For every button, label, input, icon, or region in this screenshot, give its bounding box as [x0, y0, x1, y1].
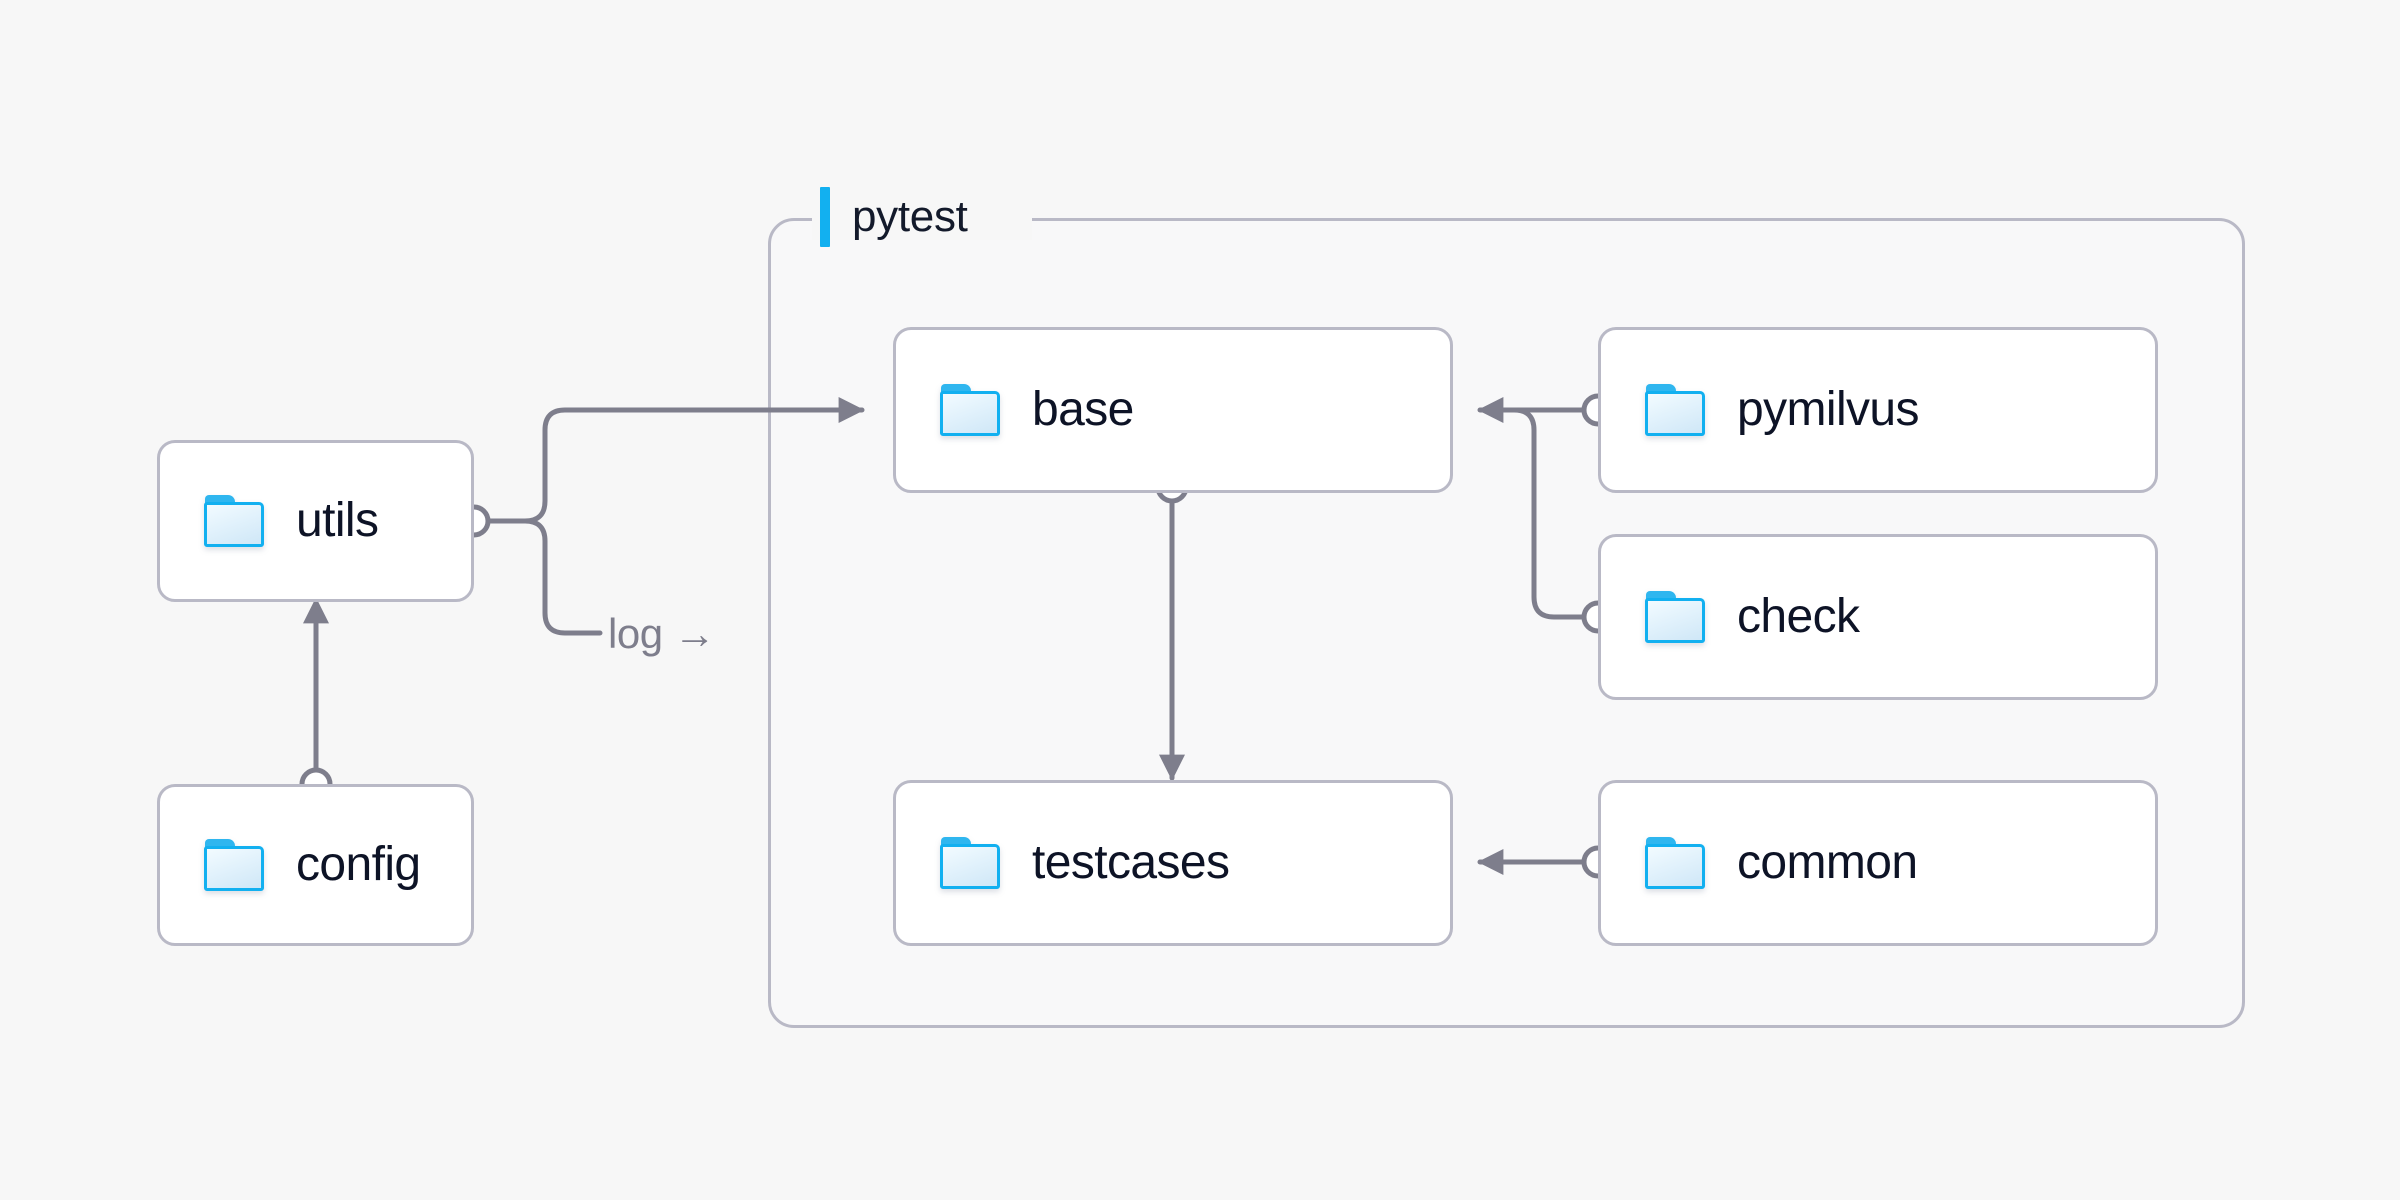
- node-testcases[interactable]: testcases: [893, 780, 1453, 946]
- node-common-label: common: [1737, 836, 1918, 889]
- group-pytest-label: pytest: [820, 183, 968, 251]
- node-config[interactable]: config: [157, 784, 474, 946]
- node-pymilvus-label: pymilvus: [1737, 383, 1920, 436]
- folder-icon: [1645, 591, 1707, 643]
- node-base-label: base: [1032, 383, 1134, 436]
- group-label-mask: [812, 200, 1032, 240]
- edge-utils-to-pytest-log: log →: [457, 504, 716, 657]
- edge-label-log: log →: [608, 610, 715, 657]
- node-check[interactable]: check: [1598, 534, 2158, 700]
- folder-icon: [1645, 837, 1707, 889]
- folder-icon: [1645, 384, 1707, 436]
- node-config-label: config: [296, 838, 421, 891]
- node-utils-label: utils: [296, 494, 379, 547]
- folder-icon: [940, 837, 1002, 889]
- node-utils[interactable]: utils: [157, 440, 474, 602]
- group-title: pytest: [852, 192, 968, 241]
- folder-icon: [204, 839, 266, 891]
- folder-icon: [940, 384, 1002, 436]
- node-common[interactable]: common: [1598, 780, 2158, 946]
- folder-icon: [204, 495, 266, 547]
- node-check-label: check: [1737, 590, 1860, 643]
- edge-config-to-utils: [299, 597, 333, 801]
- node-testcases-label: testcases: [1032, 836, 1230, 889]
- group-accent-bar: [820, 187, 830, 247]
- node-base[interactable]: base: [893, 327, 1453, 493]
- node-pymilvus[interactable]: pymilvus: [1598, 327, 2158, 493]
